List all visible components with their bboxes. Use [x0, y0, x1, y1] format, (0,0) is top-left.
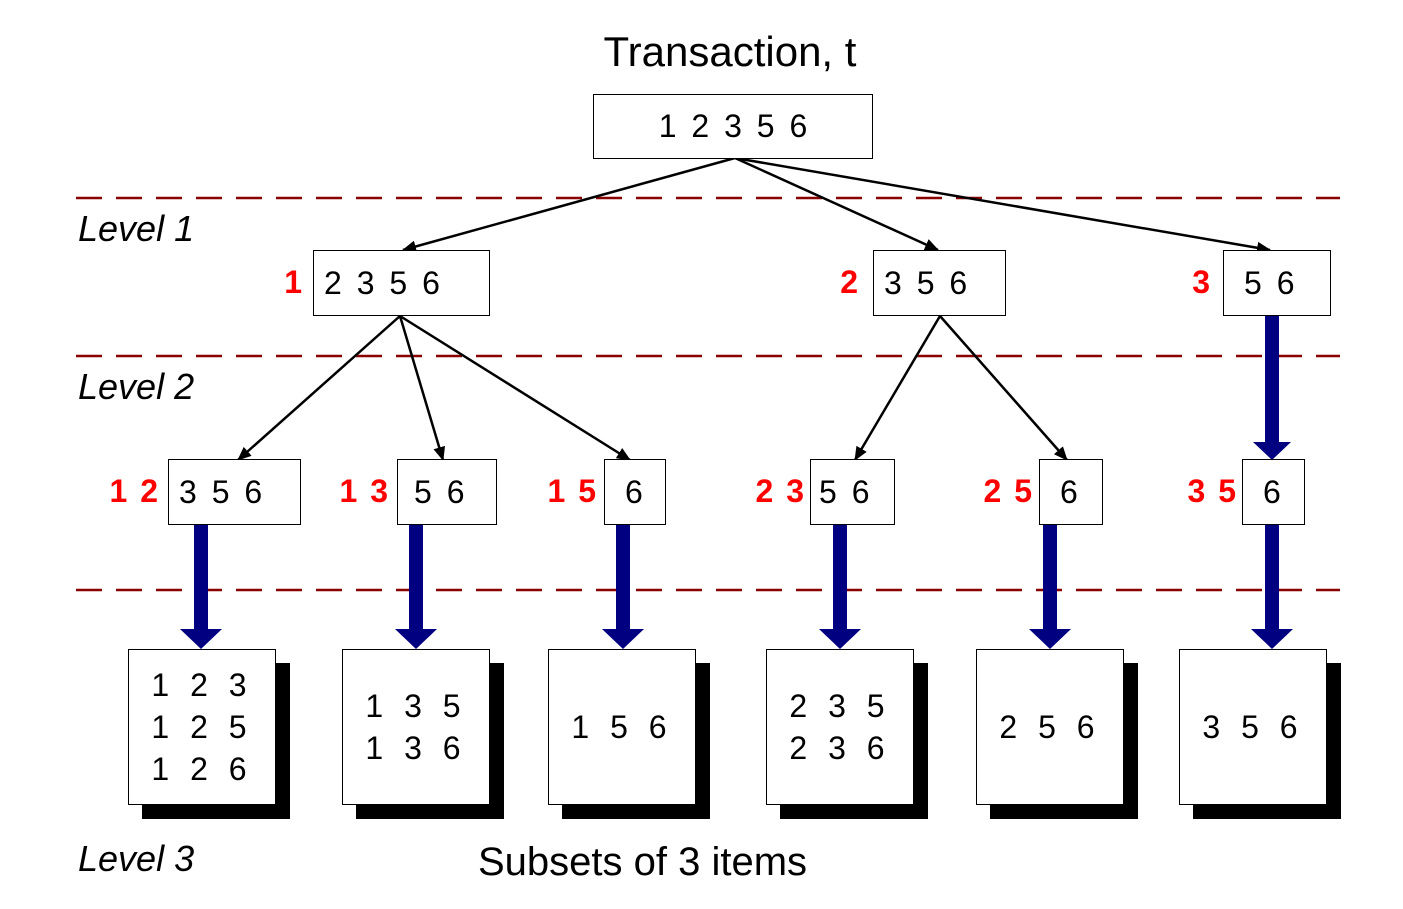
subset-box-3: 1 5 6 [548, 649, 696, 805]
level2-node-5: 6 [1039, 459, 1103, 525]
subset-box-1: 1 2 3 1 2 5 1 2 6 [128, 649, 276, 805]
arrow-l1a-to-l2-2 [398, 315, 446, 461]
arrow-l1a-to-l2-3 [399, 314, 631, 462]
level2-prefix-2: 1 3 [339, 473, 388, 509]
level2-node-2: 5 6 [397, 459, 497, 525]
subset-4-row-2: 2 3 6 [789, 730, 891, 766]
thick-arrow-leaf-2 [395, 525, 437, 649]
level2-prefix-4: 2 3 [755, 473, 804, 509]
thick-arrow-leaf-5 [1029, 525, 1071, 649]
arrow-l1b-to-l2-4 [853, 315, 942, 461]
level2-prefix-3: 1 5 [547, 473, 596, 509]
level2-node-1: 3 5 6 [168, 459, 301, 525]
subset-1-row-3: 1 2 6 [151, 751, 253, 787]
subset-4-row-1: 2 3 5 [789, 688, 891, 724]
thick-arrows [180, 316, 1293, 649]
thick-arrow-leaf-6 [1251, 525, 1293, 649]
arrow-root-to-l1-2 [734, 156, 939, 252]
level1-prefix-3: 3 [1192, 264, 1210, 300]
level-1-label: Level 1 [78, 208, 195, 249]
level1-prefix-2: 2 [840, 264, 858, 300]
level-2-label: Level 2 [78, 366, 195, 407]
level2-prefix-6: 3 5 [1187, 473, 1236, 509]
level2-node-3: 6 [604, 459, 666, 525]
arrow-root-to-l1-1 [402, 156, 736, 253]
level2-node-4: 5 6 [810, 459, 895, 525]
arrow-root-to-l1-3 [734, 156, 1271, 254]
level1-node-3: 5 6 [1223, 250, 1331, 316]
arrow-l1a-to-l2-1 [237, 315, 401, 461]
root-transaction-box: 1 2 3 5 6 [593, 94, 873, 159]
arrow-l1b-to-l2-5 [939, 315, 1068, 461]
subset-box-4: 2 3 5 2 3 6 [766, 649, 914, 805]
subsets-caption: Subsets of 3 items [478, 840, 808, 884]
thick-arrow-leaf-4 [819, 525, 861, 649]
thick-arrow-leaf-1 [180, 525, 222, 649]
level-dividers [76, 196, 1340, 592]
subset-box-2: 1 3 5 1 3 6 [342, 649, 490, 805]
subset-1-row-2: 1 2 5 [151, 709, 253, 745]
level2-prefix-1: 1 2 [109, 473, 158, 509]
level2-node-6: 6 [1242, 459, 1305, 525]
thick-arrow-l1c [1253, 316, 1291, 460]
subset-2-row-2: 1 3 6 [365, 730, 467, 766]
subset-2-row-1: 1 3 5 [365, 688, 467, 724]
thick-arrow-leaf-3 [602, 525, 644, 649]
subset-box-6: 3 5 6 [1179, 649, 1327, 805]
subset-5-row-1: 2 5 6 [999, 709, 1101, 745]
subset-6-row-1: 3 5 6 [1202, 709, 1304, 745]
subset-1-row-1: 1 2 3 [151, 667, 253, 703]
level-3-label: Level 3 [78, 838, 195, 879]
level1-prefix-1: 1 [284, 264, 302, 300]
level1-node-1: 2 3 5 6 [313, 250, 490, 316]
level2-prefix-5: 2 5 [983, 473, 1032, 509]
level1-node-2: 3 5 6 [873, 250, 1006, 316]
thin-arrows [237, 156, 1271, 462]
subset-box-5: 2 5 6 [976, 649, 1124, 805]
diagram-title: Transaction, t [603, 28, 857, 75]
subset-3-row-1: 1 5 6 [571, 709, 673, 745]
